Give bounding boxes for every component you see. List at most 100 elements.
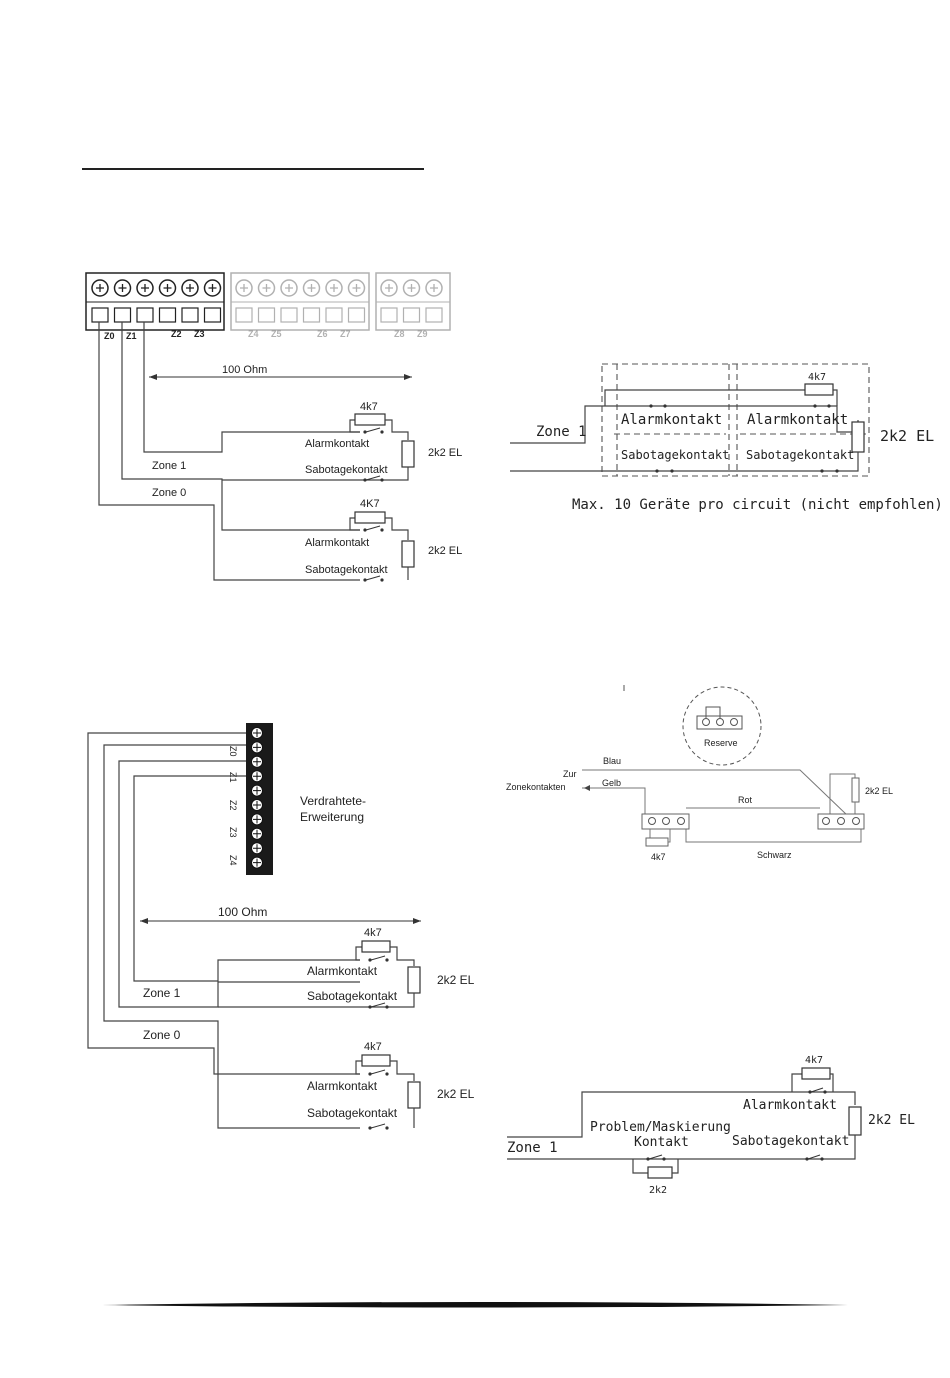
terminal-slot [257,307,276,323]
resistor-4k7-device2 [354,511,386,524]
terminal-slot [203,307,222,323]
exp-label-z3: Z3 [228,827,238,838]
resistor-label-d5-top: 4k7 [805,1055,823,1066]
terminal-label-z9: Z9 [417,329,428,339]
reserve-detail-circle [682,686,762,766]
wire-d5-top [507,1091,856,1138]
terminal-label-z5: Z5 [271,329,282,339]
alarm-label-2: Alarmkontakt [305,537,369,549]
wire-zone1-b [121,322,360,531]
diagram-4-cable-colours: Reserve Blau Zur Zonekontakten Gelb Rot … [506,685,893,862]
wire-gelb [582,787,646,814]
terminal-screw [280,279,298,297]
zone0-label-d3: Zone 0 [143,1028,181,1042]
terminal-slot [235,307,253,323]
device-boundary-outer [601,363,870,477]
resistor-label-d3a: 4k7 [364,927,382,939]
resistor-2k2-eol-d5 [848,1106,862,1136]
resistor-2k2-d3a [407,966,421,994]
terminal-block-z8-z9 [375,272,451,331]
eol-label-1: 2k2 EL [428,447,462,459]
terminal-slot [347,307,366,323]
alarm-label-d3a: Alarmkontakt [307,964,378,978]
eol-label-d5: 2k2 EL [868,1113,915,1128]
eol-label-d3b: 2k2 EL [437,1087,475,1101]
resistor-2k2-d4 [851,777,860,803]
terminal-slot [158,307,177,323]
resistor-2k2-device2 [401,540,415,568]
terminal-screw [302,279,321,297]
terminal-screw [257,279,276,297]
tamper-label-2: Sabotagekontakt [305,564,388,576]
exp-label-z0: Z0 [228,746,238,757]
alarm-label-d2a: Alarmkontakt [621,412,722,428]
wire-d3-z0-b [103,744,360,1129]
terminal-slot [91,307,109,323]
terminal-label-z7: Z7 [340,329,351,339]
caption-d2: Max. 10 Geräte pro circuit (nicht empfoh… [572,497,943,513]
wire-schwarz [685,829,862,843]
resistor-4k7-d3a [361,940,391,953]
terminal-screw [425,279,443,297]
diagram-5-masking-contact: 4k7 Alarmkontakt 2k2 EL Problem/Maskieru… [507,1055,915,1196]
alarm-label-d2b: Alarmkontakt [747,412,848,428]
distance-label: 100 Ohm [222,364,267,376]
tamper-label-d5: Sabotagekontakt [732,1134,849,1149]
tamper-label-d3b: Sabotagekontakt [307,1106,398,1120]
wire-d5-bottom [507,1135,856,1160]
exp-label-z4: Z4 [228,855,238,866]
resistor-label-d2: 4k7 [808,372,826,383]
zone1-label: Zone 1 [152,460,186,472]
resistor-label-4K7: 4K7 [360,498,380,510]
exp-label-z2: Z2 [228,800,238,811]
terminal-slot [280,307,298,323]
resistor-4k7-d4 [645,837,669,847]
tamper-label-d3a: Sabotagekontakt [307,989,398,1003]
resistor-label-d3b: 4k7 [364,1041,382,1053]
rot-label: Rot [738,795,753,805]
zone0-label: Zone 0 [152,487,186,499]
wire-zone0 [98,322,360,581]
terminal-slot [302,307,321,323]
expansion-label-line1: Verdrahtete- [300,794,366,808]
tamper-label-d2b: Sabotagekontakt [746,448,854,462]
wire-blau [582,769,849,817]
footer-rule [102,1302,848,1308]
terminal-block-main [85,272,225,331]
wire-d3-z1-a [118,760,360,1008]
resistor-2k2-device1 [401,440,415,468]
terminal-screw [380,279,398,297]
terminal-label-z8: Z8 [394,329,405,339]
resistor-4k7-d5 [801,1067,831,1080]
terminal-slot [402,307,421,323]
resistor-2k2-d3b [407,1081,421,1109]
terminal-slot [325,307,343,323]
wire-d3-z0-a [87,732,360,1075]
gelb-label: Gelb [602,778,621,788]
resistor-4k7-d2 [804,383,834,396]
eol-label-d3a: 2k2 EL [437,973,475,987]
terminal-label-z1: Z1 [126,331,137,341]
tamper-label-1: Sabotagekontakt [305,464,388,476]
schwarz-label: Schwarz [757,850,792,860]
eol-label-2: 2k2 EL [428,545,462,557]
problem-label-d5: Problem/Maskierung [590,1120,731,1135]
wire-zone1-a [143,322,360,453]
resistor-label-4k7: 4k7 [360,401,378,413]
kontakt-label-d5: Kontakt [634,1135,689,1150]
alarm-label-d3b: Alarmkontakt [307,1079,378,1093]
wire-d3-z1-b [133,775,360,982]
diagram-1-zone-wiring: Z0 Z1 Z2 Z3 Z4 Z5 Z6 Z7 Z8 Z9 100 Ohm 4k… [85,272,462,582]
diagram-3-wired-expansion: Z0 Z1 Z2 Z3 Z4 Verdrahtete- Erweiterung … [87,723,475,1130]
terminal-slot [113,307,132,323]
terminal-screw [347,279,366,297]
terminal-label-z3: Z3 [194,329,205,339]
expansion-label-line2: Erweiterung [300,810,364,824]
resistor-2k2-masking [647,1166,673,1179]
terminal-screw [235,279,253,297]
exp-label-z1: Z1 [228,772,238,783]
resistor-4k7-d3b [361,1054,391,1067]
alarm-label-1: Alarmkontakt [305,438,369,450]
zur-label: Zur [563,769,577,779]
